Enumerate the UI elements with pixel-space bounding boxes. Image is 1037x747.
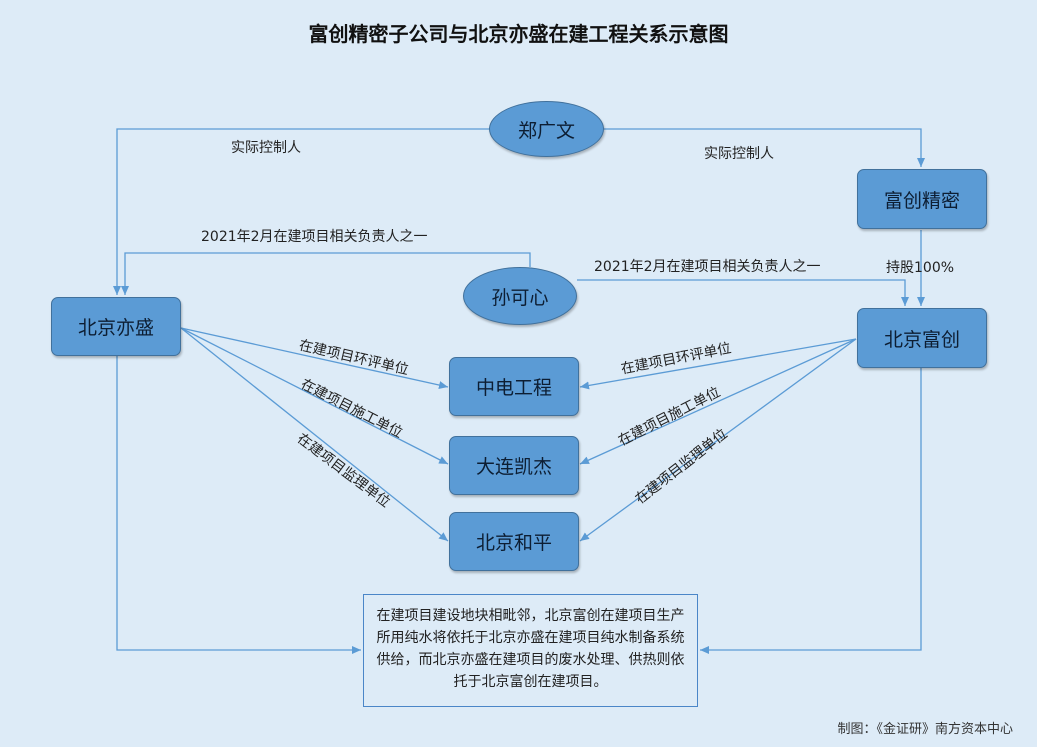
- label-controller-right: 实际控制人: [704, 146, 774, 162]
- node-sun-kexin: 孙可心: [463, 267, 577, 325]
- edge-zheng-fuchuang: [604, 128, 925, 167]
- label-sun-left: 2021年2月在建项目相关负责人之一: [201, 229, 428, 245]
- diagram-title: 富创精密子公司与北京亦盛在建工程关系示意图: [308, 22, 729, 46]
- label-controller-left: 实际控制人: [231, 140, 301, 156]
- edge-yisheng-note: [116, 356, 361, 654]
- node-fuchuang-jingmi: 富创精密: [857, 169, 987, 229]
- label-sun-right: 2021年2月在建项目相关负责人之一: [594, 259, 821, 275]
- node-zhongdian-engineering: 中电工程: [449, 357, 579, 416]
- edge-right-env: [579, 338, 857, 390]
- edge-zheng-yisheng: [113, 128, 490, 295]
- edge-right-build: [579, 338, 857, 465]
- node-beijing-yisheng: 北京亦盛: [51, 297, 181, 356]
- node-dalian-kaijie: 大连凯杰: [449, 436, 579, 495]
- node-beijing-heping: 北京和平: [449, 512, 579, 571]
- edge-sun-fuchuang: [577, 279, 909, 306]
- label-holding: 持股100%: [886, 260, 955, 276]
- credit-text: 制图：《金证研》南方资本中心: [837, 722, 1013, 737]
- edge-left-build: [180, 327, 449, 465]
- edge-left-supervise: [180, 327, 449, 542]
- node-beijing-fuchuang: 北京富创: [857, 308, 987, 368]
- node-zheng-guangwen: 郑广文: [489, 101, 604, 157]
- edge-sun-yisheng: [121, 252, 531, 295]
- edge-right-supervise: [579, 338, 857, 542]
- note-box: 在建项目建设地块相毗邻，北京富创在建项目生产所用纯水将依托于北京亦盛在建项目纯水…: [363, 594, 698, 707]
- edge-left-env: [180, 327, 449, 389]
- edge-fuchuang-note: [700, 368, 922, 654]
